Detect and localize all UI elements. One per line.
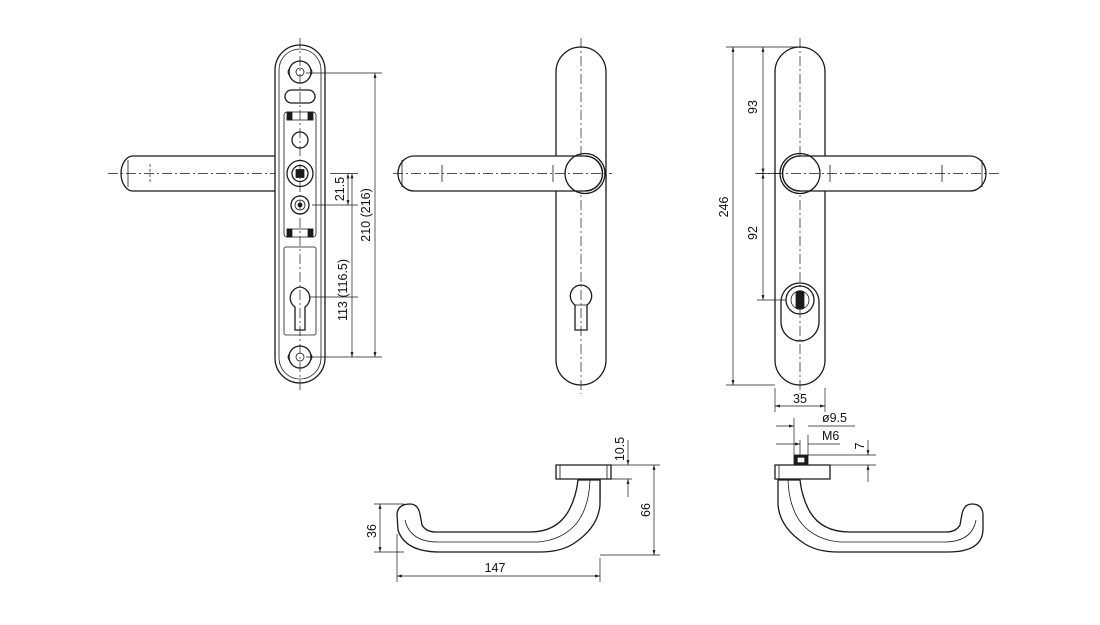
dim-10-5-label: 10.5: [613, 437, 627, 461]
dim-36-label: 36: [365, 524, 379, 538]
side-view-right: ø9.5 M6 7: [774, 411, 984, 553]
dim-113-116-5-label: 113 (116.5): [336, 259, 350, 321]
rear-view-dimensions: 21.5 210 (216) 113 (116.5): [306, 72, 382, 358]
dim-92-label: 92: [746, 226, 760, 240]
dim-93-label: 93: [746, 100, 760, 114]
thumbturn-view-plate: [774, 38, 826, 394]
dim-dia-9-5-label: ø9.5: [822, 411, 847, 425]
thumbturn-view-dimensions: 246 93 92 35: [717, 46, 826, 412]
dim-66-label: 66: [639, 503, 653, 517]
dim-210-216-label: 210 (216): [359, 188, 373, 242]
dim-21-5-label: 21.5: [333, 177, 347, 201]
side-view-left: 10.5 66 36 147: [365, 437, 660, 582]
front-view-thumbturn: 246 93 92 35: [717, 38, 1000, 412]
dim-147-label: 147: [485, 561, 506, 575]
dim-246-label: 246: [717, 197, 731, 218]
front-view-cylinder: [393, 38, 612, 394]
rear-view: 21.5 210 (216) 113 (116.5): [108, 38, 382, 392]
dim-m6-label: M6: [822, 429, 839, 443]
thumbturn-view-lever: [755, 152, 1000, 195]
dim-7-label: 7: [853, 442, 867, 449]
rear-view-back-plate: [274, 38, 326, 392]
side-view-left-dimensions: 10.5 66 36 147: [365, 437, 660, 582]
front-view-plate: [555, 38, 607, 394]
rear-view-lever: [108, 155, 294, 192]
side-view-right-dimensions: ø9.5 M6 7: [776, 411, 876, 482]
front-view-lever: [393, 152, 612, 195]
dim-35-label: 35: [793, 392, 807, 406]
